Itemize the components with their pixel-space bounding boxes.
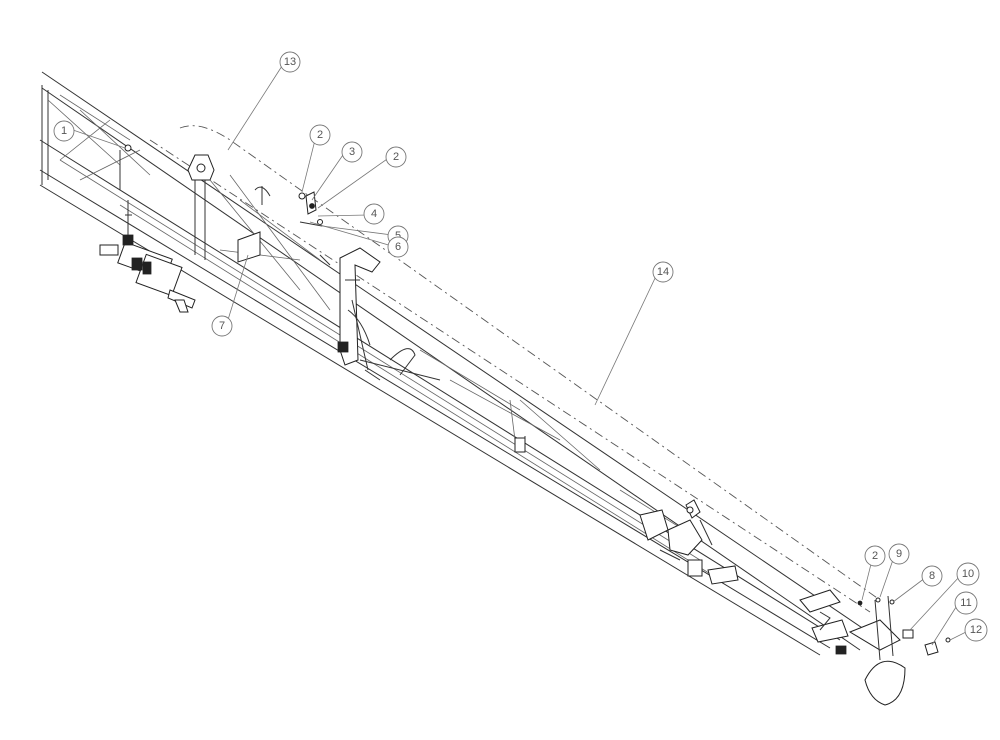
lift-bracket-right xyxy=(514,436,739,585)
svg-text:3: 3 xyxy=(349,146,355,158)
svg-text:2: 2 xyxy=(393,151,399,163)
svg-text:1: 1 xyxy=(61,125,67,137)
svg-text:13: 13 xyxy=(284,56,296,68)
callout-13: 13 xyxy=(279,51,301,73)
svg-text:4: 4 xyxy=(371,208,377,220)
svg-text:11: 11 xyxy=(960,597,971,609)
svg-text:2: 2 xyxy=(872,550,878,562)
svg-text:14: 14 xyxy=(657,266,669,278)
callout-11: 11 xyxy=(954,591,978,615)
callout-10: 10 xyxy=(956,562,980,586)
callout-4: 4 xyxy=(363,203,385,225)
callout-3: 3 xyxy=(341,141,363,163)
svg-text:10: 10 xyxy=(962,568,974,580)
svg-text:5: 5 xyxy=(395,230,401,242)
hardware-cluster-upper xyxy=(298,191,323,227)
callout-8: 8 xyxy=(921,565,943,587)
svg-text:7: 7 xyxy=(219,320,225,332)
callout-12: 12 xyxy=(964,618,988,642)
svg-text:9: 9 xyxy=(896,548,902,560)
callout-14: 14 xyxy=(652,261,674,283)
mounting-plate xyxy=(237,231,261,263)
svg-text:8: 8 xyxy=(929,570,935,582)
callout-2-lower: 2 xyxy=(864,545,886,567)
lift-bracket-center xyxy=(319,247,441,381)
callout-2-upper: 2 xyxy=(309,124,331,146)
callout-1: 1 xyxy=(53,120,75,142)
callout-9: 9 xyxy=(888,543,910,565)
callout-7: 7 xyxy=(211,315,233,337)
leader-lines xyxy=(72,65,969,646)
hinge-bracket-left xyxy=(187,154,271,205)
callout-2-right: 2 xyxy=(385,146,407,168)
boom-frame xyxy=(39,71,881,656)
callouts: 1 13 2 3 2 4 5 6 7 14 2 9 8 10 11 12 xyxy=(53,51,988,642)
callout-6: 6 xyxy=(387,236,409,258)
svg-text:2: 2 xyxy=(317,129,323,141)
boom-tip-breakaway xyxy=(799,589,951,706)
svg-text:12: 12 xyxy=(970,624,982,636)
svg-text:6: 6 xyxy=(395,241,401,253)
valve-manifold xyxy=(99,144,196,313)
